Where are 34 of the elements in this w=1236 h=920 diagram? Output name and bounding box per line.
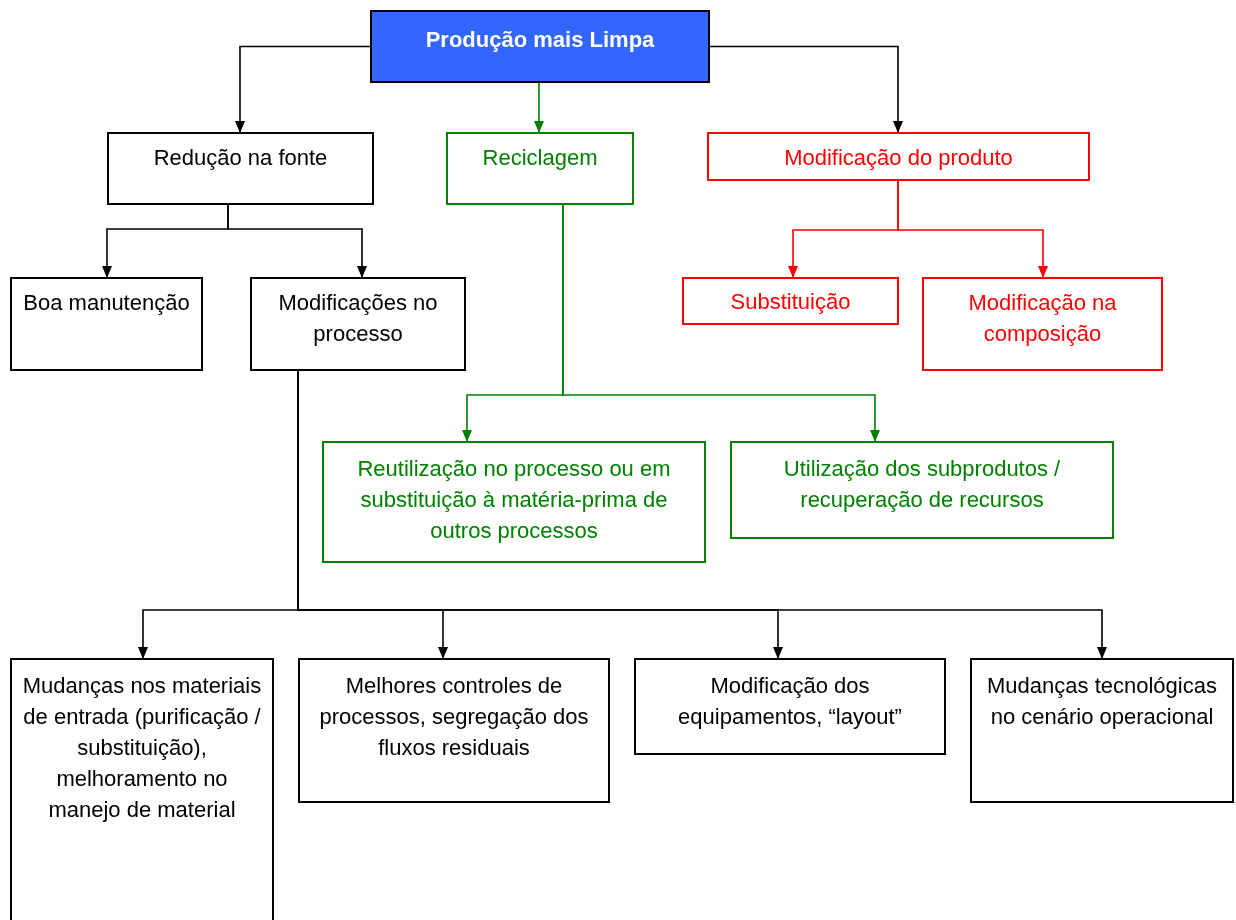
box-label: Reciclagem — [482, 144, 598, 172]
category-box — [730, 441, 1114, 539]
category-box — [970, 658, 1234, 803]
category-box — [10, 277, 203, 371]
box-label: Redução na fonte — [153, 144, 328, 172]
category-box — [298, 658, 610, 803]
box-label: Modificação dos equipamentos, “layout” — [677, 672, 903, 731]
box-label: Modificações no processo — [277, 289, 439, 348]
box-label: Boa manutenção — [23, 289, 190, 317]
connector-arrow — [709, 45, 903, 133]
box-label: Modificação na composição — [967, 289, 1118, 348]
root-box — [370, 10, 710, 83]
box-label: Mudanças tecnológicas no cenário operacional — [986, 672, 1218, 731]
box-label: Reutilização no processo ou em substituição à matéria-prima de outros processos — [356, 455, 672, 545]
connector-arrow — [534, 82, 544, 133]
category-box — [446, 132, 634, 205]
box-label: Produção mais Limpa — [425, 26, 655, 54]
box-label: Modificação do produto — [784, 144, 1013, 172]
connector-arrow — [235, 45, 371, 133]
connector-arrow — [897, 180, 1048, 278]
category-box — [250, 277, 466, 371]
category-box — [707, 132, 1090, 181]
box-label: Mudanças nos materiais de entrada (purificação / substituição), melhoramento no manejo de material — [21, 672, 263, 824]
box-label: Melhores controles de processos, segregação dos fluxos residuais — [318, 672, 590, 762]
category-box — [107, 132, 374, 205]
connector-arrow — [227, 204, 367, 278]
category-box — [322, 441, 706, 563]
box-label: Utilização dos subprodutos / recuperação de recursos — [782, 455, 1062, 514]
category-box — [682, 277, 899, 325]
connector-arrow — [562, 204, 880, 442]
category-box — [634, 658, 946, 755]
category-box — [922, 277, 1163, 371]
category-box — [10, 658, 274, 920]
box-label: Substituição — [730, 288, 851, 316]
